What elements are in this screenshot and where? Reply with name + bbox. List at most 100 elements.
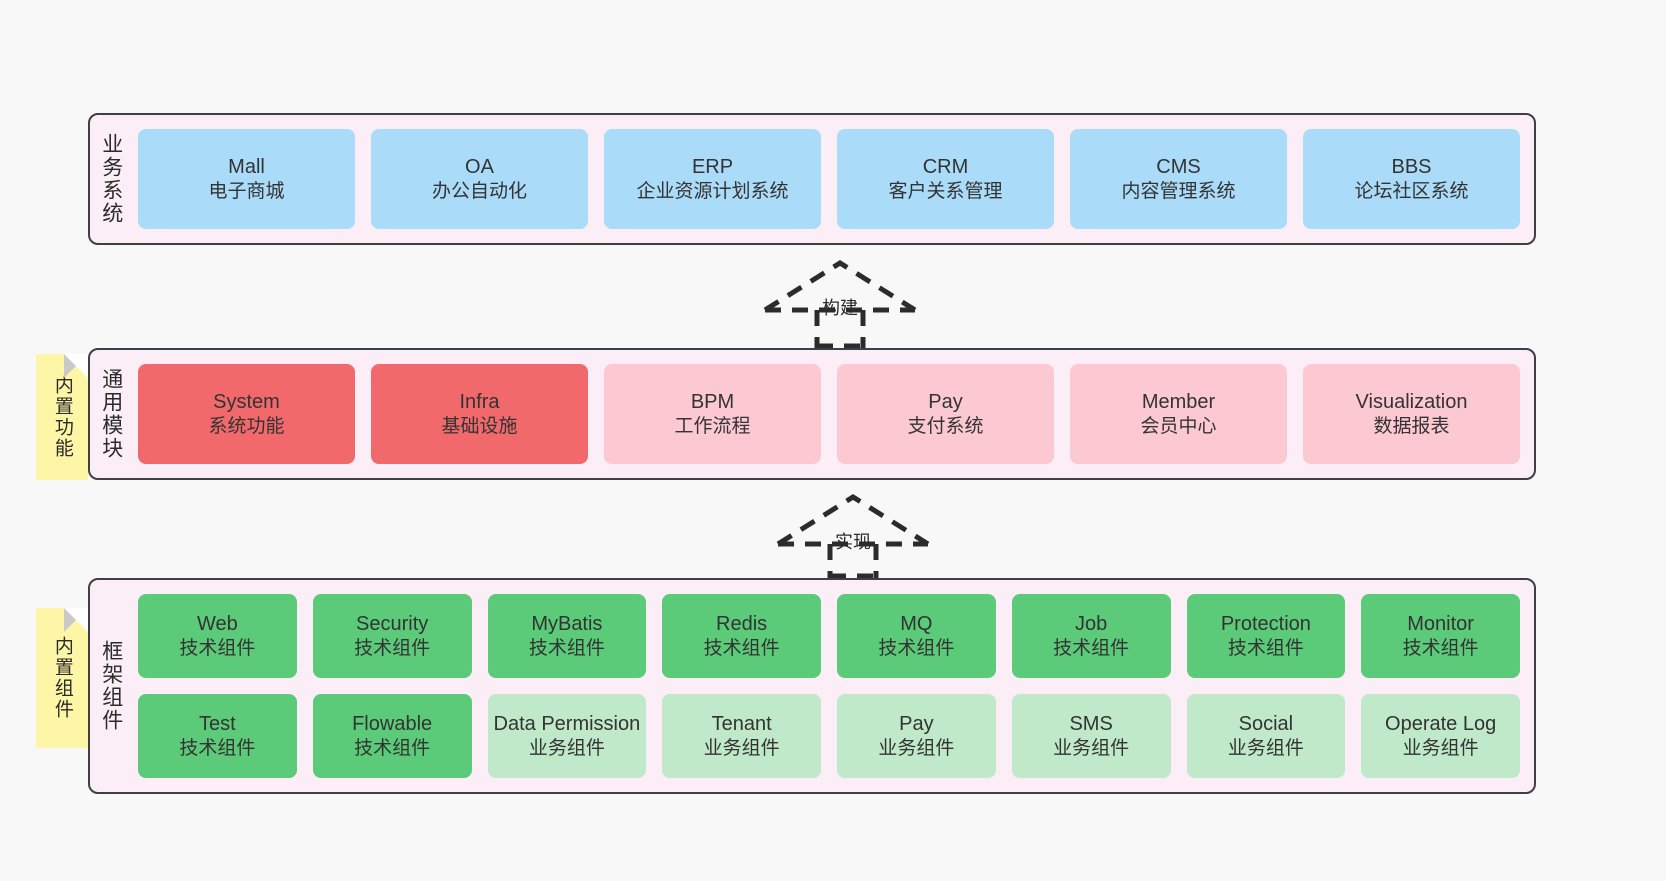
- component-card-data-permission[interactable]: Data Permission 业务组件: [487, 694, 647, 778]
- layer-cells-framework: Web 技术组件 Security 技术组件 MyBatis 技术组件 Redi…: [132, 580, 1534, 792]
- module-desc: 电子商城: [208, 180, 285, 202]
- component-desc: 业务组件: [1227, 737, 1304, 759]
- component-card-test[interactable]: Test 技术组件: [138, 694, 297, 778]
- component-desc: 业务组件: [703, 737, 780, 759]
- generalization-arrow-implement: 实现: [768, 492, 938, 579]
- module-name: BPM: [690, 391, 735, 414]
- module-card-member[interactable]: Member 会员中心: [1070, 364, 1287, 464]
- layer-title-framework: 框架组件: [99, 640, 123, 732]
- component-name: Operate Log: [1385, 713, 1497, 736]
- module-name: CMS: [1156, 156, 1201, 179]
- layer-common-modules: 通用模块 System 系统功能 Infra 基础设施 BPM 工作流程 Pay…: [88, 348, 1536, 480]
- component-card-pay[interactable]: Pay 业务组件: [837, 694, 996, 778]
- component-card-security[interactable]: Security 技术组件: [312, 594, 472, 678]
- generalization-arrow-build: 构建: [755, 258, 925, 349]
- component-card-mybatis[interactable]: MyBatis 技术组件: [487, 594, 647, 678]
- module-desc: 数据报表: [1373, 415, 1450, 437]
- cell-row: Web 技术组件 Security 技术组件 MyBatis 技术组件 Redi…: [138, 594, 1520, 678]
- layer-cells-modules: System 系统功能 Infra 基础设施 BPM 工作流程 Pay 支付系统…: [132, 350, 1534, 478]
- module-card-bpm[interactable]: BPM 工作流程: [604, 364, 821, 464]
- module-card-mall[interactable]: Mall 电子商城: [138, 129, 355, 229]
- module-name: Member: [1141, 391, 1216, 414]
- cell-row: Mall 电子商城 OA 办公自动化 ERP 企业资源计划系统 CRM 客户关系…: [138, 129, 1520, 229]
- component-name: Job: [1075, 613, 1108, 636]
- module-desc: 办公自动化: [431, 180, 527, 202]
- component-desc: 业务组件: [878, 737, 955, 759]
- component-card-flowable[interactable]: Flowable 技术组件: [312, 694, 472, 778]
- arrow-label-implement: 实现: [835, 532, 871, 552]
- component-name: Test: [199, 713, 236, 736]
- sticky-note-builtin-components: 内置组件: [36, 608, 88, 748]
- component-desc: 技术组件: [1053, 637, 1130, 659]
- component-card-operate-log[interactable]: Operate Log 业务组件: [1361, 694, 1520, 778]
- layer-business-systems: 业务系统 Mall 电子商城 OA 办公自动化 ERP 企业资源计划系统 CRM…: [88, 113, 1536, 245]
- component-name: Protection: [1220, 613, 1311, 636]
- module-desc: 会员中心: [1140, 415, 1217, 437]
- component-desc: 技术组件: [703, 637, 780, 659]
- component-desc: 业务组件: [1402, 737, 1479, 759]
- module-card-oa[interactable]: OA 办公自动化: [371, 129, 588, 229]
- component-name: MyBatis: [531, 613, 603, 636]
- layer-title-modules: 通用模块: [99, 368, 123, 460]
- module-name: Pay: [928, 391, 963, 414]
- module-card-crm[interactable]: CRM 客户关系管理: [837, 129, 1054, 229]
- module-name: CRM: [922, 156, 969, 179]
- component-name: Security: [356, 613, 429, 636]
- layer-framework-components: 框架组件 Web 技术组件 Security 技术组件 MyBatis 技术组件…: [88, 578, 1536, 794]
- component-name: Monitor: [1407, 613, 1474, 636]
- component-desc: 技术组件: [179, 637, 256, 659]
- component-desc: 业务组件: [528, 737, 605, 759]
- module-name: OA: [465, 156, 494, 179]
- module-card-erp[interactable]: ERP 企业资源计划系统: [604, 129, 821, 229]
- module-desc: 企业资源计划系统: [636, 180, 789, 202]
- component-desc: 技术组件: [1402, 637, 1479, 659]
- module-name: ERP: [691, 156, 734, 179]
- cell-row: Test 技术组件 Flowable 技术组件 Data Permission …: [138, 694, 1520, 778]
- generalization-arrow-build-icon: [763, 260, 917, 349]
- sticky-note-text: 内置功能: [51, 375, 73, 459]
- module-desc: 论坛社区系统: [1354, 180, 1469, 202]
- module-desc: 系统功能: [208, 415, 285, 437]
- component-desc: 技术组件: [878, 637, 955, 659]
- component-card-mq[interactable]: MQ 技术组件: [837, 594, 996, 678]
- component-card-social[interactable]: Social 业务组件: [1186, 694, 1346, 778]
- module-desc: 工作流程: [674, 415, 751, 437]
- module-name: Visualization: [1355, 391, 1468, 414]
- module-card-visualization[interactable]: Visualization 数据报表: [1303, 364, 1520, 464]
- module-card-cms[interactable]: CMS 内容管理系统: [1070, 129, 1287, 229]
- module-card-infra[interactable]: Infra 基础设施: [371, 364, 588, 464]
- component-name: Flowable: [352, 713, 433, 736]
- component-card-protection[interactable]: Protection 技术组件: [1186, 594, 1346, 678]
- component-name: Social: [1238, 713, 1294, 736]
- arrow-label-build: 构建: [822, 298, 858, 318]
- component-card-job[interactable]: Job 技术组件: [1011, 594, 1171, 678]
- sticky-note-builtin-functions: 内置功能: [36, 354, 88, 480]
- component-desc: 技术组件: [354, 637, 431, 659]
- component-card-tenant[interactable]: Tenant 业务组件: [662, 694, 821, 778]
- module-desc: 支付系统: [907, 415, 984, 437]
- component-name: Redis: [716, 613, 768, 636]
- sticky-note-text: 内置组件: [51, 636, 73, 720]
- component-name: Data Permission: [493, 713, 641, 736]
- module-card-bbs[interactable]: BBS 论坛社区系统: [1303, 129, 1520, 229]
- module-name: Mall: [228, 156, 265, 179]
- component-name: MQ: [900, 613, 933, 636]
- module-desc: 内容管理系统: [1121, 180, 1236, 202]
- component-desc: 技术组件: [1227, 637, 1304, 659]
- component-card-sms[interactable]: SMS 业务组件: [1011, 694, 1171, 778]
- component-desc: 技术组件: [179, 737, 256, 759]
- generalization-arrow-implement-icon: [776, 494, 930, 579]
- module-name: System: [213, 391, 280, 414]
- component-name: Tenant: [711, 713, 772, 736]
- module-card-pay[interactable]: Pay 支付系统: [837, 364, 1054, 464]
- component-card-redis[interactable]: Redis 技术组件: [662, 594, 821, 678]
- component-card-web[interactable]: Web 技术组件: [138, 594, 297, 678]
- layer-title-business: 业务系统: [99, 133, 123, 225]
- component-desc: 技术组件: [528, 637, 605, 659]
- module-card-system[interactable]: System 系统功能: [138, 364, 355, 464]
- module-name: BBS: [1391, 156, 1432, 179]
- component-name: Web: [196, 613, 238, 636]
- module-desc: 基础设施: [441, 415, 518, 437]
- component-card-monitor[interactable]: Monitor 技术组件: [1361, 594, 1520, 678]
- component-name: Pay: [899, 713, 934, 736]
